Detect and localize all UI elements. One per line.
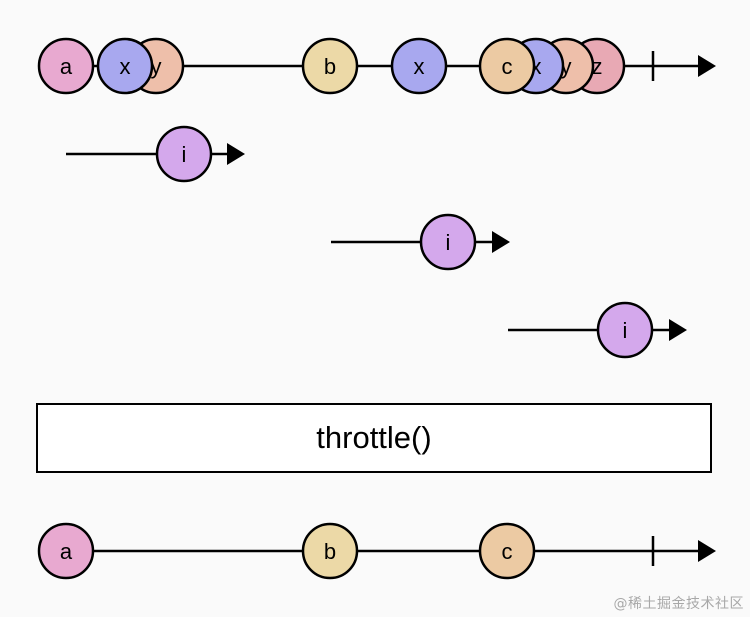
output-marble-c (478, 522, 536, 580)
output-marble-label: b (324, 539, 336, 564)
duration-3-marble-label: i (623, 318, 628, 343)
duration-1-marble-i (155, 125, 213, 183)
duration-1-marble-label: i (182, 142, 187, 167)
duration-3-marble-i (596, 301, 654, 359)
source-marble-label: y (561, 54, 572, 79)
duration-stream-1-arrowhead (227, 143, 245, 165)
output-marble-label: c (502, 539, 513, 564)
duration-stream-2-arrowhead (492, 231, 510, 253)
source-marble-c (478, 37, 536, 95)
duration-2-marble-i (419, 213, 477, 271)
output-marble-b (301, 522, 359, 580)
source-marble-x (96, 37, 154, 95)
output-stream-arrowhead (698, 540, 716, 562)
source-marble-label: c (502, 54, 513, 79)
operator-label: throttle() (316, 420, 432, 455)
source-marble-label: z (592, 54, 603, 79)
source-stream-arrowhead (698, 55, 716, 77)
source-marble-label: b (324, 54, 336, 79)
source-marble-label: x (120, 54, 131, 79)
output-marble-a (37, 522, 95, 580)
operator-box: throttle() (36, 403, 712, 473)
source-marble-x (390, 37, 448, 95)
watermark: @稀土掘金技术社区 (613, 596, 744, 612)
source-marble-label: y (151, 54, 162, 79)
source-marble-b (301, 37, 359, 95)
duration-stream-3-arrowhead (669, 319, 687, 341)
source-marble-label: x (531, 54, 542, 79)
source-marble-label: a (60, 54, 73, 79)
source-marble-label: x (414, 54, 425, 79)
source-marble-a (37, 37, 95, 95)
duration-2-marble-label: i (446, 230, 451, 255)
output-marble-label: a (60, 539, 73, 564)
